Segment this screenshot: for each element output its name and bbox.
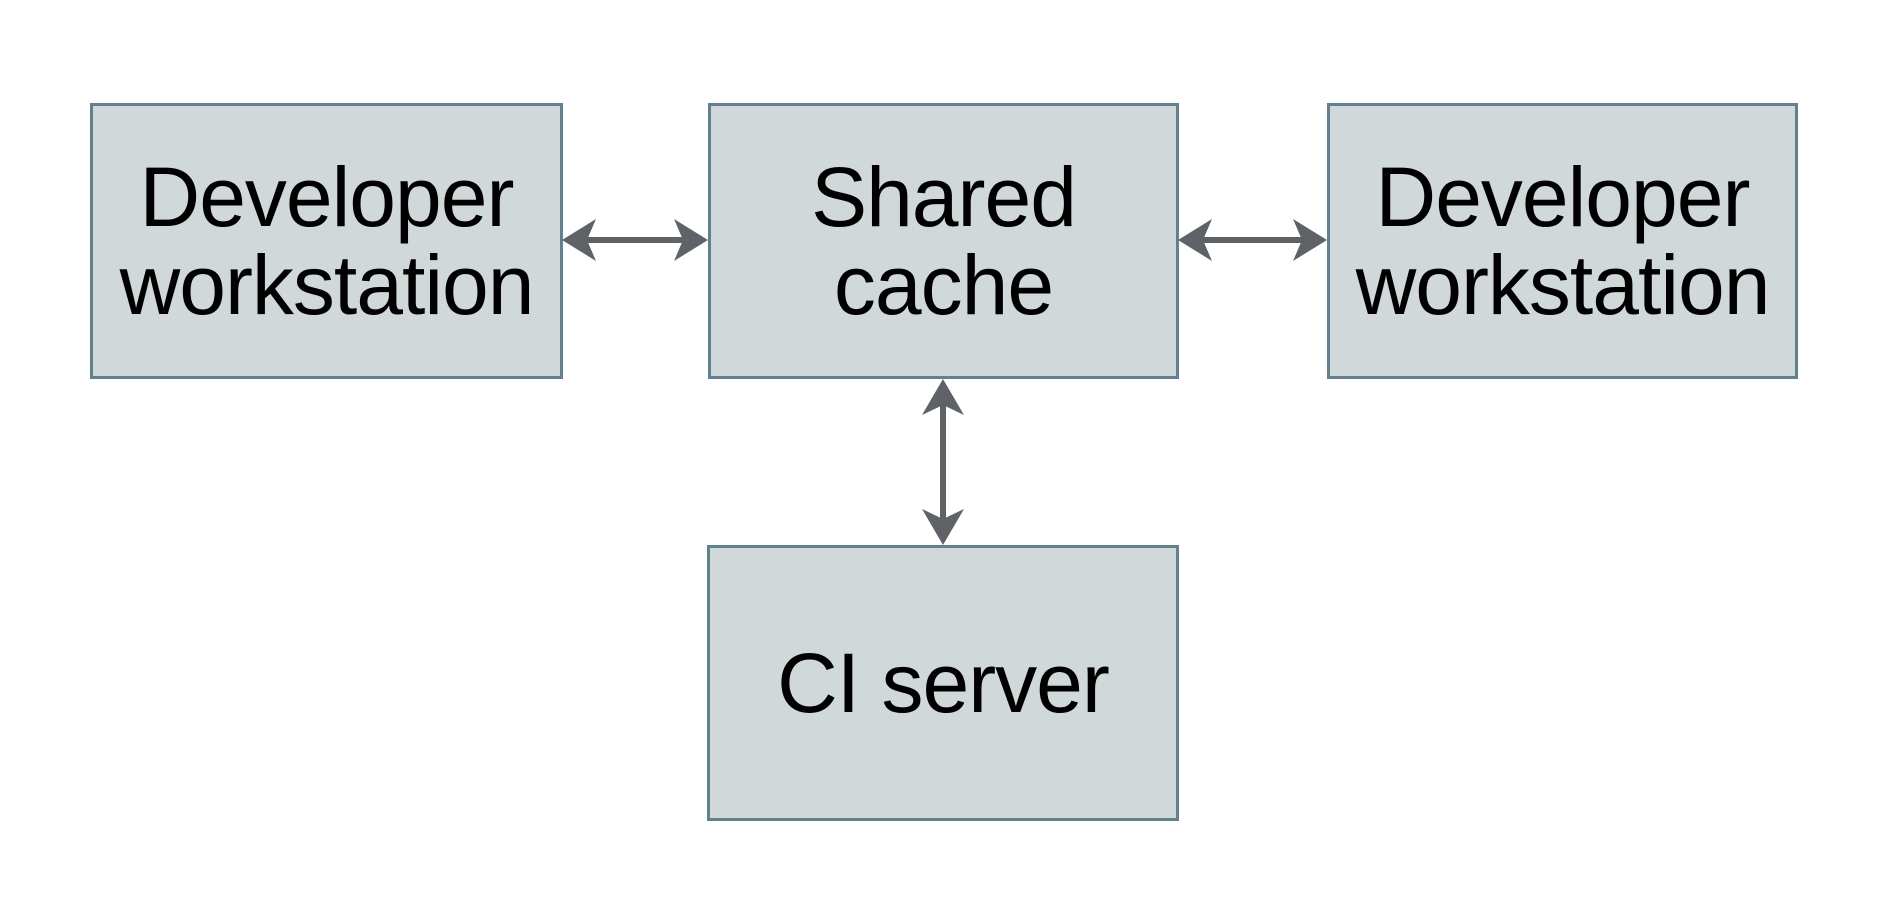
node-developer-workstation-left: Developer workstation (90, 103, 563, 379)
double-arrow-horizontal-icon (1178, 219, 1327, 261)
node-label-ci-server: CI server (777, 635, 1110, 730)
node-label-shared-cache: Shared cache (811, 149, 1077, 332)
node-shared-cache: Shared cache (708, 103, 1179, 379)
double-arrow-horizontal-icon (562, 219, 708, 261)
arrow-shared-cache-ci-server (922, 379, 964, 545)
node-label-developer-workstation-left: Developer workstation (119, 149, 535, 332)
node-developer-workstation-right: Developer workstation (1327, 103, 1798, 379)
arrow-shared-cache-workstation-right (1178, 219, 1327, 261)
arrow-workstation-left-shared-cache (562, 219, 708, 261)
node-ci-server: CI server (707, 545, 1179, 821)
node-label-developer-workstation-right: Developer workstation (1355, 149, 1771, 332)
double-arrow-vertical-icon (922, 379, 964, 545)
